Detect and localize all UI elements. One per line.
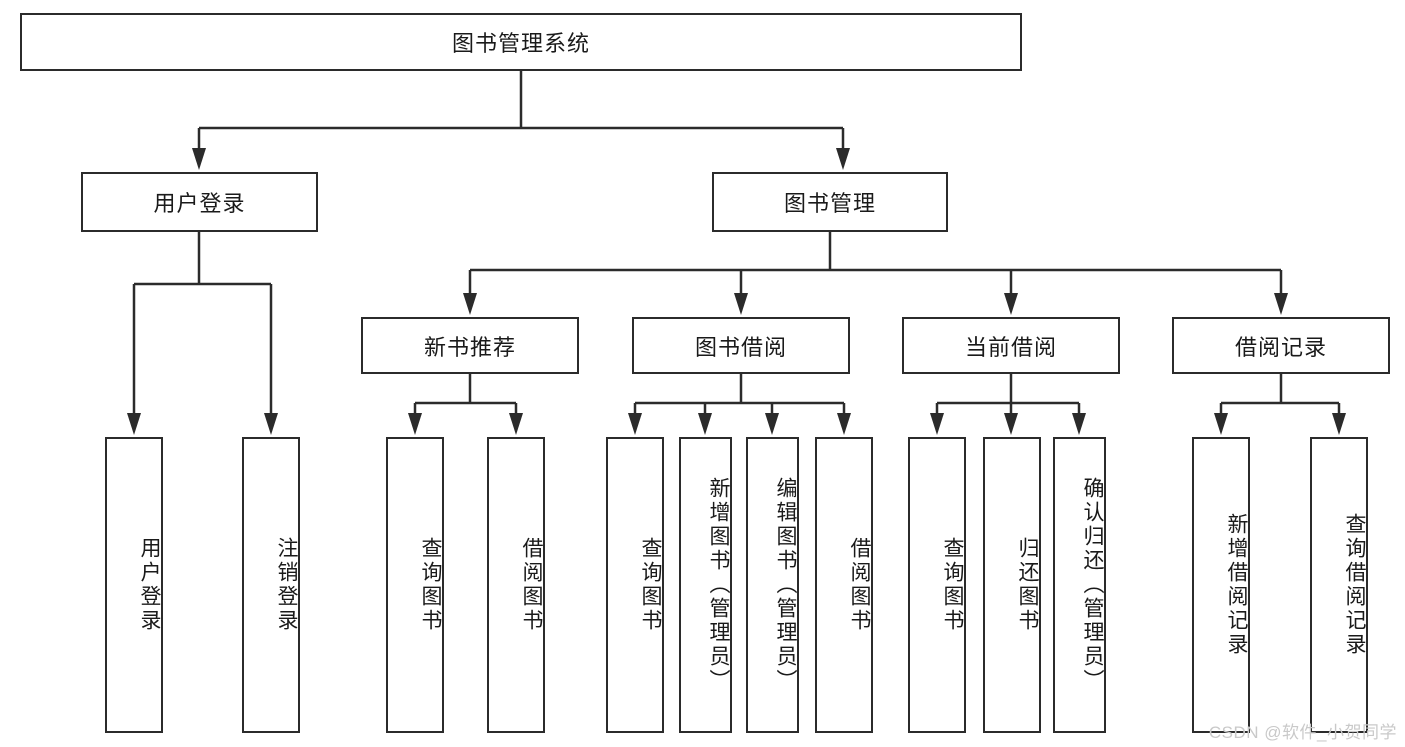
node-borrow-record[interactable]: 借阅记录 (1172, 317, 1390, 374)
node-label: 查询借阅记录 (1343, 513, 1366, 657)
arrowhead-icon (930, 413, 944, 435)
arrowhead-icon (628, 413, 642, 435)
node-book-management[interactable]: 图书管理 (712, 172, 948, 232)
arrowhead-icon (837, 413, 851, 435)
arrowhead-icon (1332, 413, 1346, 435)
watermark-text: CSDN @软件_小贺同学 (1208, 723, 1397, 742)
node-label: 借阅记录 (1234, 334, 1327, 360)
node-label: 确认归还（管理员） (1081, 477, 1104, 693)
node-label: 新书推荐 (423, 334, 516, 360)
node-leaf-query-book-2[interactable]: 查询图书 (606, 437, 664, 733)
node-leaf-borrow-book-2[interactable]: 借阅图书 (815, 437, 873, 733)
node-leaf-edit-book-admin[interactable]: 编辑图书（管理员） (746, 437, 799, 733)
node-title-system[interactable]: 图书管理系统 (20, 13, 1022, 71)
node-label: 用户登录 (138, 537, 161, 633)
node-label: 归还图书 (1016, 537, 1039, 633)
node-leaf-return-book[interactable]: 归还图书 (983, 437, 1041, 733)
node-label: 新增借阅记录 (1225, 513, 1248, 657)
node-label: 图书管理 (783, 191, 876, 216)
node-leaf-query-borrow-record[interactable]: 查询借阅记录 (1310, 437, 1368, 733)
arrowhead-icon (264, 413, 278, 435)
node-label: 查询图书 (639, 537, 662, 633)
arrowhead-icon (734, 293, 748, 315)
arrowhead-icon (408, 413, 422, 435)
node-leaf-logout-login[interactable]: 注销登录 (242, 437, 300, 733)
node-label: 借阅图书 (520, 537, 543, 633)
node-leaf-query-book-3[interactable]: 查询图书 (908, 437, 966, 733)
arrowhead-icon (1214, 413, 1228, 435)
node-label: 用户登录 (153, 191, 246, 216)
node-label: 新增图书（管理员） (707, 477, 730, 693)
node-leaf-user-login[interactable]: 用户登录 (105, 437, 163, 733)
arrowhead-icon (463, 293, 477, 315)
node-label: 注销登录 (275, 537, 298, 633)
arrowhead-icon (192, 148, 206, 170)
arrowhead-icon (1072, 413, 1086, 435)
arrowhead-icon (836, 148, 850, 170)
node-label: 图书借阅 (694, 334, 787, 360)
node-new-book-recommend[interactable]: 新书推荐 (361, 317, 579, 374)
node-leaf-confirm-return-admin[interactable]: 确认归还（管理员） (1053, 437, 1106, 733)
node-label: 借阅图书 (848, 537, 871, 633)
arrowhead-icon (1004, 413, 1018, 435)
arrowhead-icon (1004, 293, 1018, 315)
arrowhead-icon (765, 413, 779, 435)
arrowhead-icon (698, 413, 712, 435)
node-label: 编辑图书（管理员） (774, 477, 797, 693)
node-leaf-add-book-admin[interactable]: 新增图书（管理员） (679, 437, 732, 733)
node-leaf-add-borrow-record[interactable]: 新增借阅记录 (1192, 437, 1250, 733)
node-label: 查询图书 (941, 537, 964, 633)
arrowhead-icon (1274, 293, 1288, 315)
node-leaf-query-book-1[interactable]: 查询图书 (386, 437, 444, 733)
node-label: 查询图书 (419, 537, 442, 633)
arrowhead-icon (509, 413, 523, 435)
node-label: 当前借阅 (964, 334, 1057, 360)
node-current-borrow[interactable]: 当前借阅 (902, 317, 1120, 374)
node-book-borrow[interactable]: 图书借阅 (632, 317, 850, 374)
arrowhead-icon (127, 413, 141, 435)
node-label: 图书管理系统 (451, 31, 590, 56)
node-leaf-borrow-book-1[interactable]: 借阅图书 (487, 437, 545, 733)
node-user-login[interactable]: 用户登录 (81, 172, 318, 232)
